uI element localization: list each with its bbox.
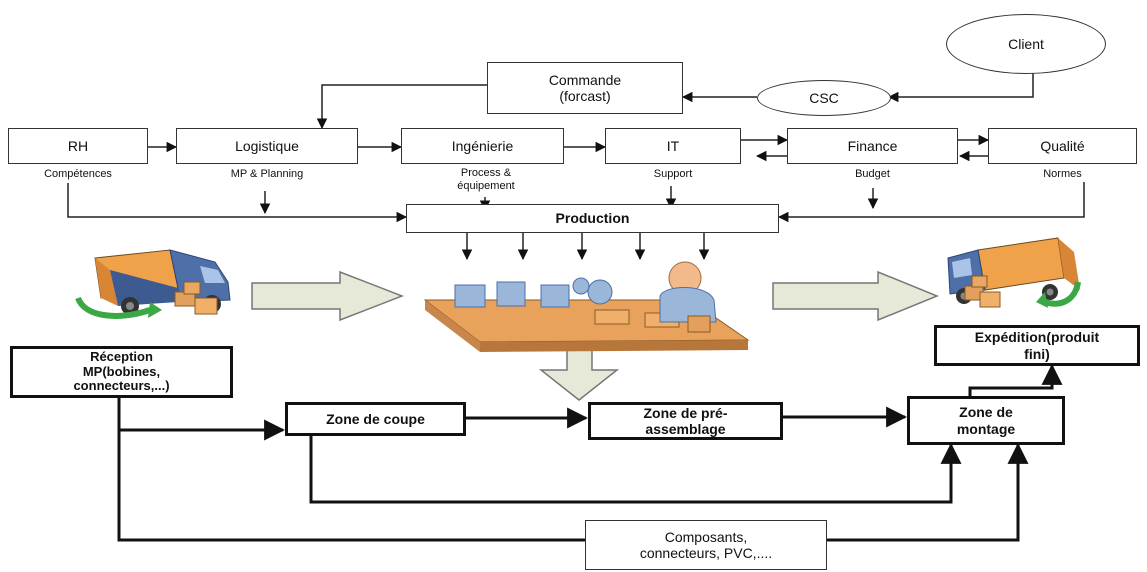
it-sublabel: Support [653, 168, 693, 180]
zone-coupe-box: Zone de coupe [285, 402, 466, 436]
logistique-box: Logistique [176, 128, 358, 164]
shipping-truck-icon [947, 237, 1081, 308]
logistique-sublabel: MP & Planning [230, 168, 304, 180]
rh-sublabel: Compétences [44, 168, 112, 180]
commande-box: Commande (forcast) [487, 62, 683, 114]
it-box: IT [605, 128, 741, 164]
finance-sublabel: Budget [855, 168, 890, 180]
qualite-box: Qualité [988, 128, 1137, 164]
big-arrow-left [251, 270, 405, 322]
expedition-box: Expédition(produit fini) [934, 325, 1140, 366]
rh-box: RH [8, 128, 148, 164]
reception-box: Réception MP(bobines, connecteurs,...) [10, 346, 233, 398]
ingenierie-box: Ingénierie [401, 128, 564, 164]
composants-box: Composants, connecteurs, PVC,.... [585, 520, 827, 570]
delivery-truck-icon [75, 249, 231, 319]
production-box: Production [406, 204, 779, 233]
zone-preassemblage-box: Zone de pré- assemblage [588, 402, 783, 440]
production-line-icon [423, 261, 750, 352]
finance-box: Finance [787, 128, 958, 164]
big-arrow-right [772, 270, 939, 322]
qualite-sublabel: Normes [1043, 168, 1082, 180]
ingenierie-sublabel: Process & équipement [457, 167, 515, 192]
flow-lines [117, 363, 1063, 542]
csc-node: CSC [757, 80, 891, 116]
client-node: Client [946, 14, 1106, 74]
zone-montage-box: Zone de montage [907, 396, 1065, 445]
